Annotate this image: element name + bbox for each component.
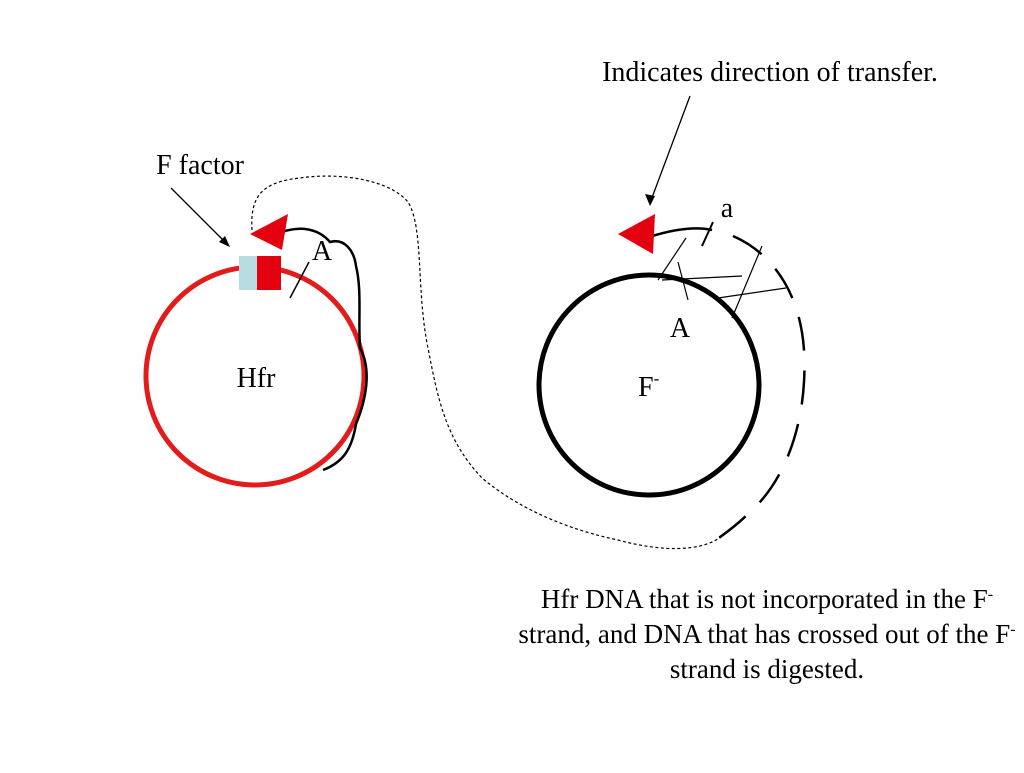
gene-a-marker [701, 221, 714, 247]
incoming-strand-lead [651, 227, 713, 238]
f-factor-origin-segment [239, 256, 258, 290]
recipient-label-base: F [638, 372, 654, 403]
crossover-1a [657, 237, 687, 281]
gene-a-label: a [721, 193, 734, 224]
caption-part-2: strand, and DNA that has crossed out of … [518, 619, 1011, 649]
crossover-1c [677, 261, 689, 301]
caption: Hfr DNA that is not incorporated in the … [508, 582, 1024, 687]
caption-sup-2: - [1010, 621, 1016, 638]
gene-A-label-hfr: A [312, 236, 333, 267]
caption-part-3: strand is digested. [669, 654, 865, 684]
f-factor-label: F factor [156, 150, 245, 181]
incoming-strand-dashed [715, 234, 806, 542]
crossover-2b [731, 245, 763, 319]
gene-A-marker-hfr [289, 261, 310, 299]
recipient-arrowhead [618, 214, 655, 254]
hfr-arrowhead [250, 214, 288, 250]
direction-pointer-head [645, 194, 655, 206]
f-factor-pointer-head [219, 236, 230, 247]
crossover-1b [661, 275, 743, 281]
recipient-chromosome [536, 272, 762, 498]
f-factor-pointer-line [170, 187, 226, 243]
caption-part-1: Hfr DNA that is not incorporated in the … [540, 584, 988, 614]
crossover-2a [717, 287, 787, 299]
gene-A-label-recipient: A [670, 313, 691, 344]
transferred-dna-path [251, 175, 723, 550]
direction-pointer-line [649, 95, 691, 204]
direction-label: Indicates direction of transfer. [602, 57, 938, 88]
f-factor-tra-segment [257, 256, 281, 290]
hfr-label: Hfr [237, 363, 277, 394]
recipient-label-sup: - [654, 369, 660, 388]
hfr-transfer-strand [281, 227, 368, 472]
caption-sup-1: - [987, 586, 994, 603]
recipient-label: F- [638, 369, 660, 403]
